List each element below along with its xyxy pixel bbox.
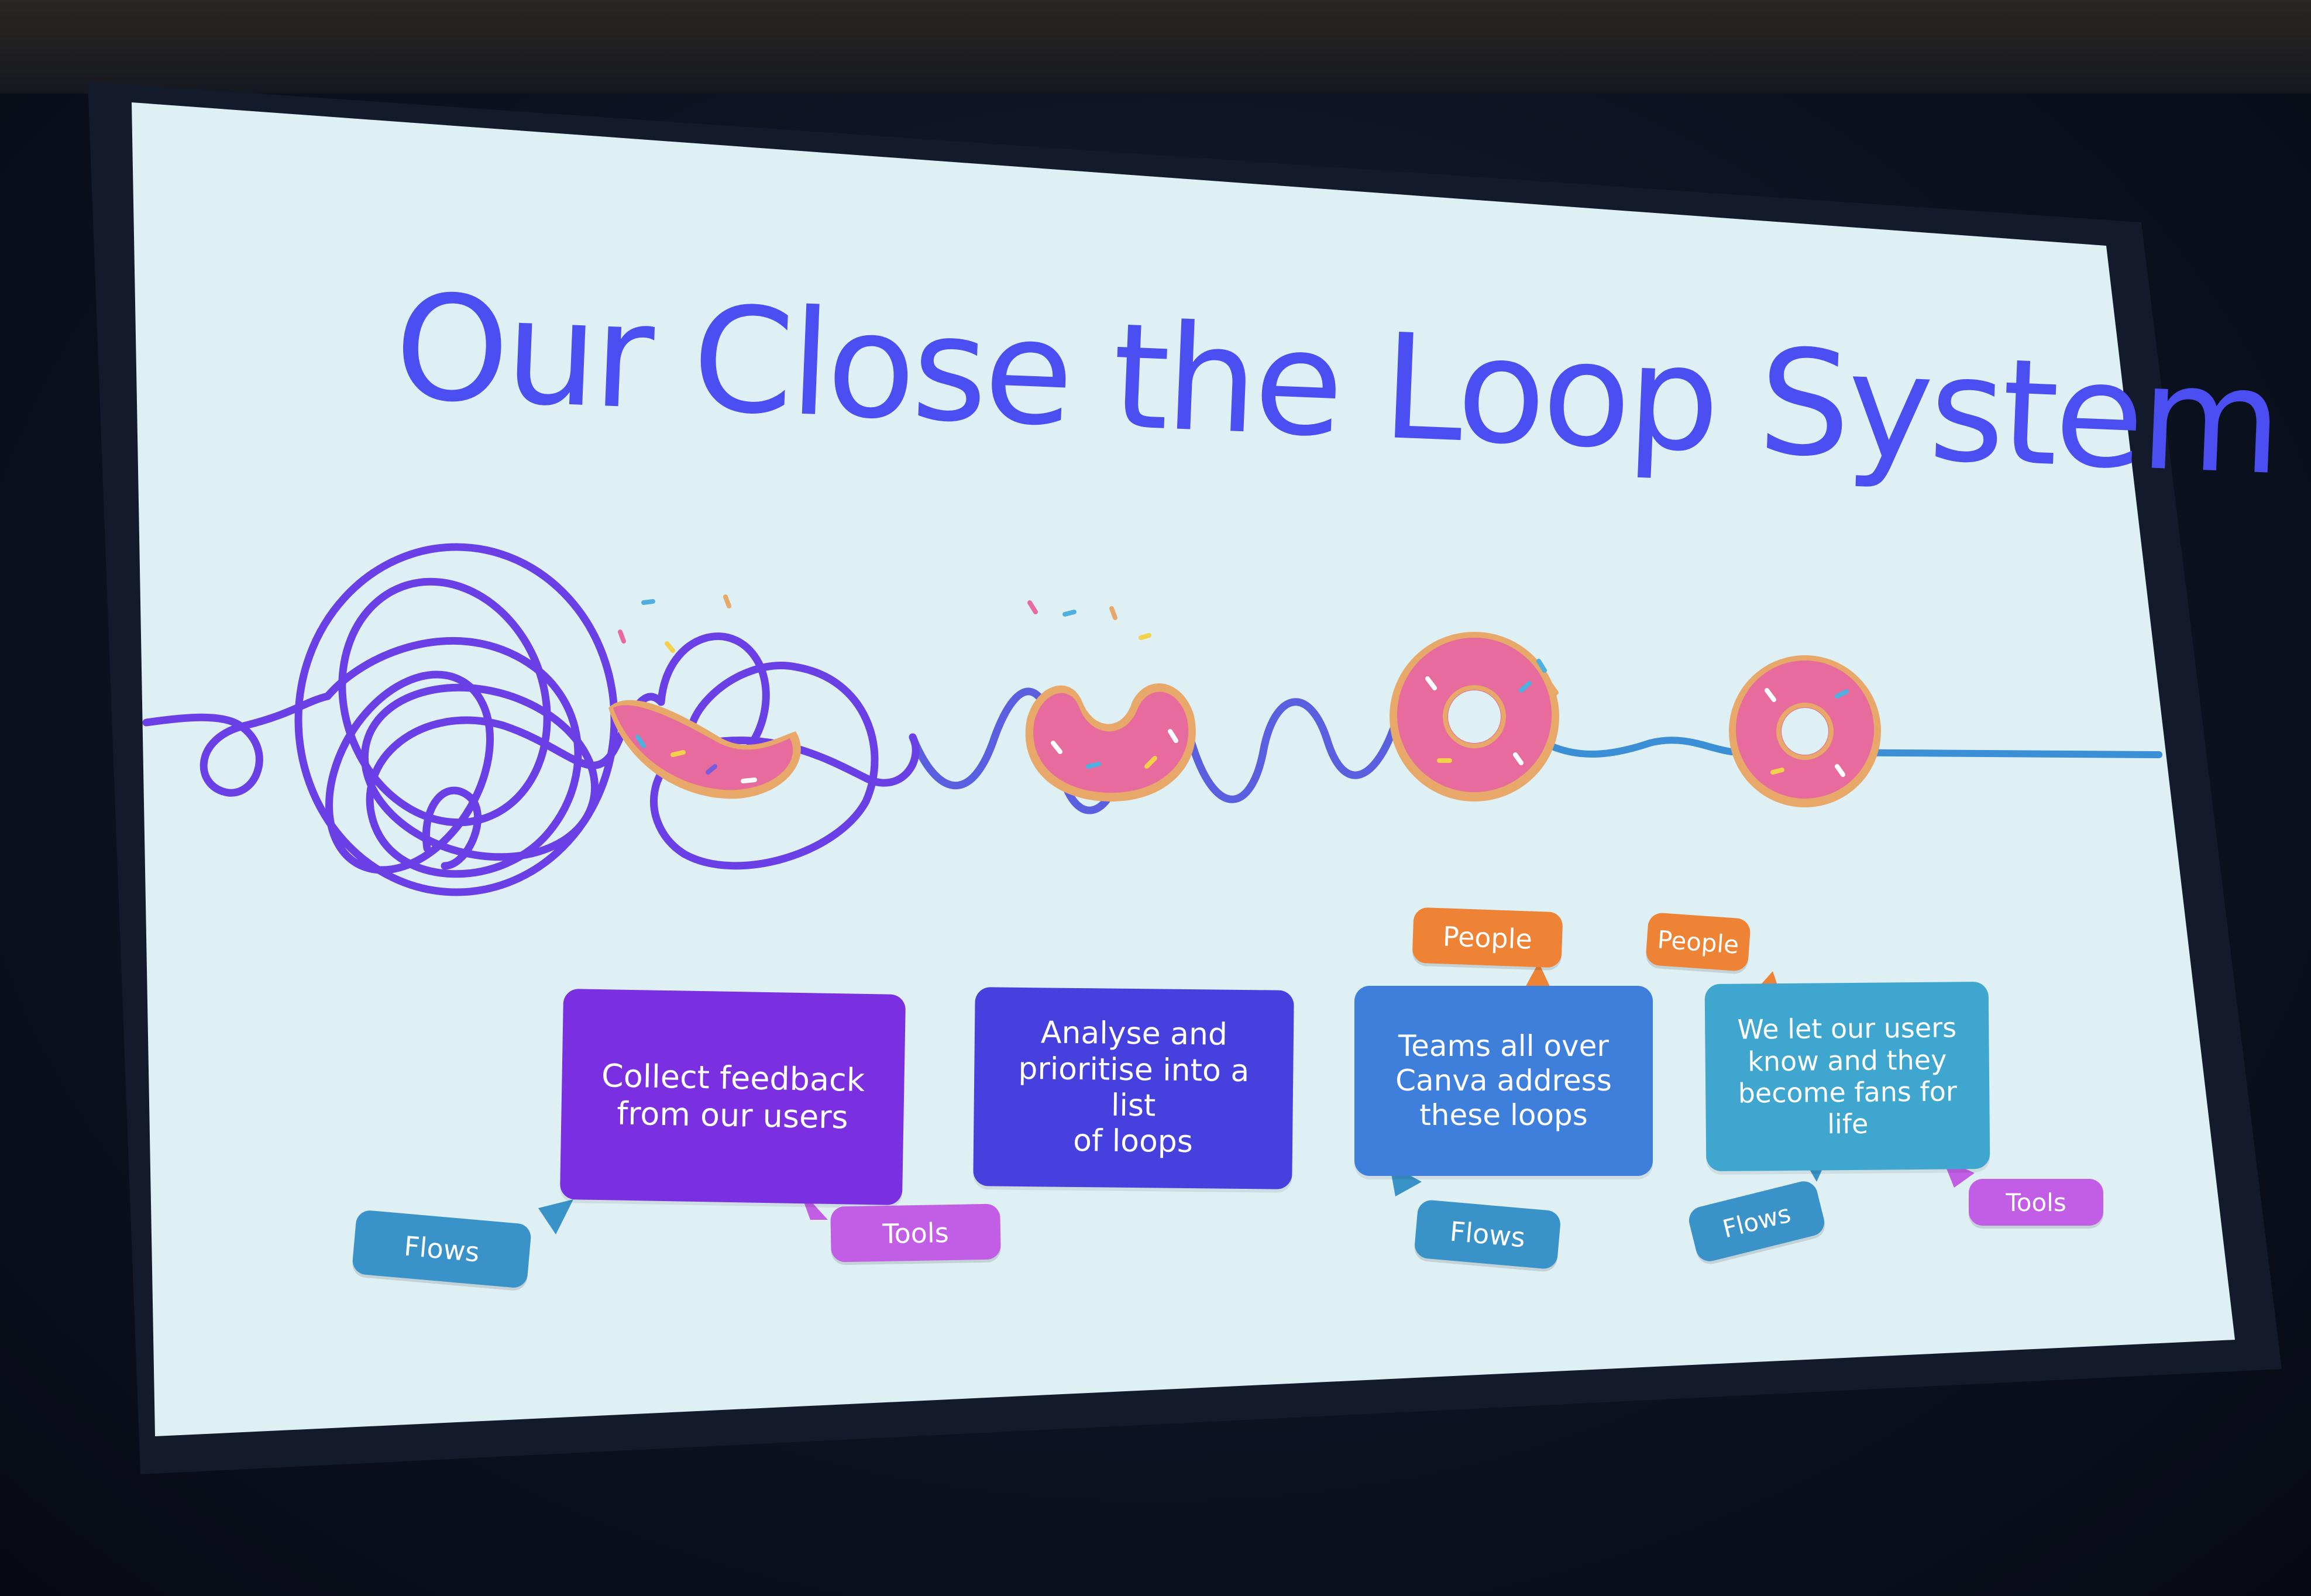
step-card-line: become fans for life <box>1738 1075 1957 1140</box>
tools-tag: Tools <box>830 1203 1001 1263</box>
donut-icon <box>1729 655 1881 807</box>
people-tag: People <box>1412 907 1563 968</box>
step-card-analyse: Analyse and prioritise into a list of lo… <box>973 987 1294 1189</box>
step-card-collect: Collect feedback from our users <box>559 988 906 1206</box>
loop-line-straight <box>1541 737 2162 758</box>
step-card-line: know and they <box>1748 1044 1947 1078</box>
step-card-line: of loops <box>1072 1123 1194 1160</box>
step-card-line: Canva address <box>1395 1064 1612 1098</box>
step-card-line: these loops <box>1419 1098 1588 1132</box>
donut-icon <box>1390 632 1559 802</box>
flows-tag: Flows <box>1414 1199 1562 1270</box>
step-card-line: Analyse and <box>1040 1015 1228 1052</box>
step-card-line: Collect feedback <box>601 1057 865 1099</box>
step-card-line: from our users <box>616 1095 849 1136</box>
tools-tag: Tools <box>1969 1179 2103 1226</box>
sprinkles <box>618 594 1849 783</box>
ceiling <box>0 0 2311 94</box>
step-card-line: prioritise into a list <box>1018 1051 1250 1124</box>
donut-icon <box>1025 683 1196 802</box>
step-card-teams: Teams all over Canva address these loops <box>1354 986 1653 1176</box>
cursor-arrow-icon <box>538 1199 573 1234</box>
donut-icon <box>608 700 801 799</box>
step-card-line: Teams all over <box>1398 1029 1609 1063</box>
people-tag: People <box>1645 912 1751 972</box>
step-card-line: We let our users <box>1737 1012 1957 1046</box>
step-card-fans: We let our users know and they become fa… <box>1704 981 1990 1172</box>
